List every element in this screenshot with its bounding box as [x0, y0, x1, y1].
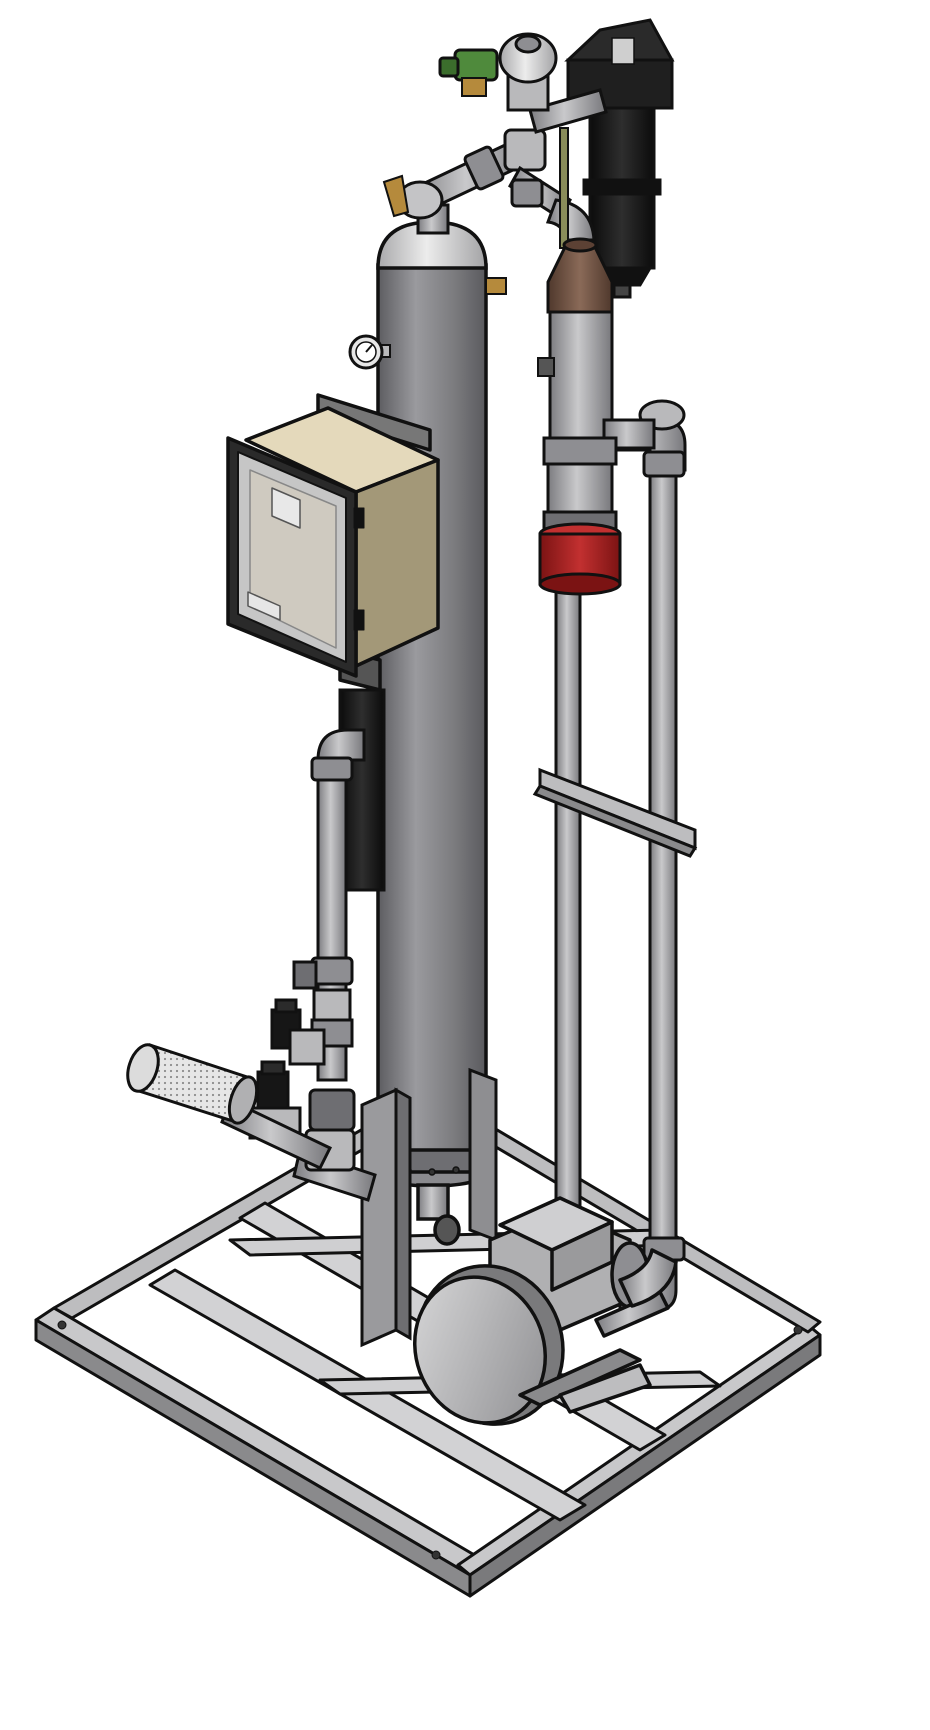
regulator-assembly: [438, 32, 558, 112]
column-sight-section: [546, 462, 614, 516]
vessel-drain-valve: [433, 1214, 461, 1246]
solenoid-valve-icon: [438, 48, 499, 97]
manifold-union-lower: [510, 178, 544, 208]
vessel-bottom-outlet: [416, 1183, 450, 1221]
blower-riser-elbow: [618, 1248, 678, 1308]
solenoid-valve-icon: [256, 1060, 290, 1112]
muffler-outlet-cap: [227, 1075, 259, 1125]
manifold-union: [463, 145, 505, 191]
vessel-shell: [376, 263, 488, 1167]
riser-union-top: [642, 450, 686, 478]
pilot-tube: [559, 127, 569, 249]
blower-housing-face: [413, 1275, 547, 1425]
reducer-top-ring: [562, 237, 598, 253]
manifold-relief-fitting: [382, 174, 410, 218]
stand-channel-rear: [468, 1067, 498, 1243]
enclosure-latch-lower: [353, 609, 365, 631]
column-coupling: [542, 436, 618, 466]
solenoid-valve-icon: [270, 998, 302, 1050]
frame-cross-member-1: [148, 1268, 587, 1522]
control-enclosure: [226, 393, 440, 692]
column-upper-pipe: [548, 310, 614, 444]
stand-channel-front: [360, 1087, 398, 1348]
valve-body-1: [288, 1028, 326, 1066]
vessel-side-fitting: [485, 277, 507, 295]
filter-bowl-ring: [582, 178, 662, 196]
top-manifold: [382, 88, 608, 249]
manifold-elbow-down: [545, 198, 596, 242]
vessel-stand: [360, 1067, 498, 1348]
red-collar-bottom: [538, 572, 622, 596]
frame-side-left: [34, 1318, 472, 1598]
column-branch-pipe: [602, 418, 656, 450]
inlet-piping: [292, 688, 386, 1202]
enclosure-display: [271, 487, 301, 529]
outlet-column: [537, 237, 656, 596]
blower-feet: [518, 1348, 642, 1407]
blower-base-plate: [558, 1363, 652, 1414]
column-side-port: [537, 357, 555, 377]
manifold-pipe-to-filter: [528, 88, 608, 134]
filter-drain: [612, 283, 632, 299]
filter-label: [611, 37, 635, 65]
regulator-knob: [514, 34, 542, 54]
enclosure-mount-bracket: [316, 393, 432, 452]
riser-pipe-right: [648, 468, 678, 1272]
inlet-fitting-1: [312, 988, 352, 1022]
blower-motor-icon: [413, 1196, 678, 1426]
frame-bolt-hole: [431, 1550, 441, 1560]
stand-channel-side: [394, 1087, 412, 1341]
enclosure-breaker: [247, 591, 281, 621]
manifold-tee: [503, 128, 547, 172]
inlet-union-2: [310, 956, 354, 986]
inlet-fitting-3: [308, 1088, 356, 1132]
enclosure-side: [354, 458, 440, 668]
inlet-check-valve: [292, 960, 318, 990]
muffler-end-cap: [126, 1043, 160, 1093]
muffler-icon: [126, 1043, 259, 1125]
riser-support-angle-face: [532, 784, 698, 858]
gauge-icon: [348, 334, 391, 370]
regulator-bonnet: [498, 32, 558, 84]
inlet-union-1: [310, 756, 354, 782]
riser-pipe-left: [554, 558, 582, 1252]
enclosure-latch: [353, 507, 365, 529]
frame-bolt-hole: [793, 1325, 803, 1335]
frame-bolt-hole: [57, 1320, 67, 1330]
frame-side-front: [468, 1333, 822, 1598]
